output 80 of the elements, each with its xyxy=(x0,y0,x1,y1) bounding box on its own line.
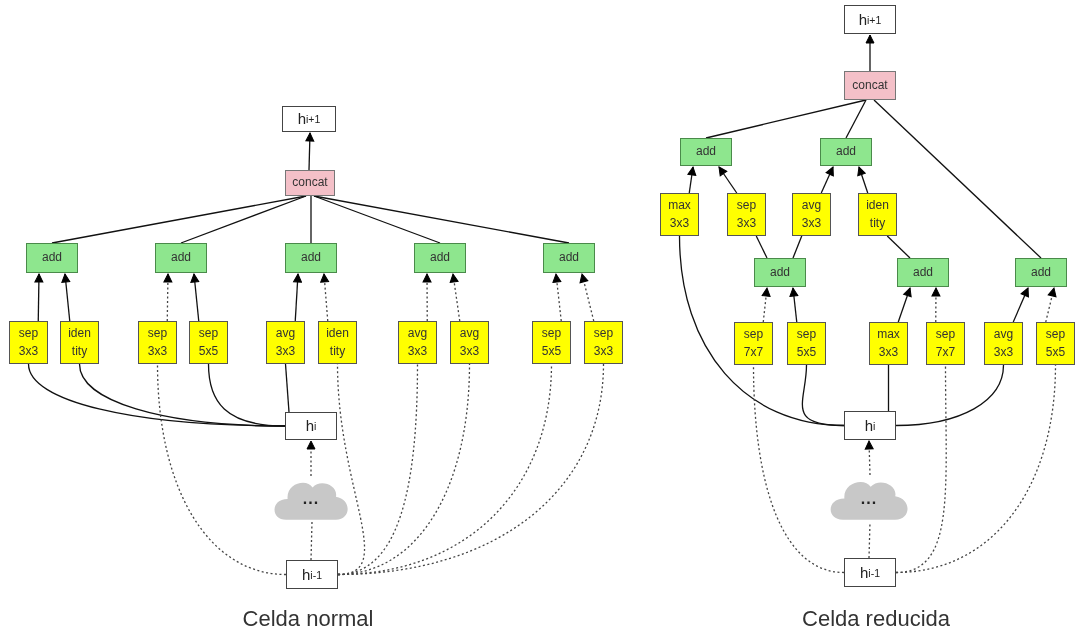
arrow xyxy=(857,166,869,194)
operation-box: sep 5x5 xyxy=(1036,322,1075,365)
connector-line xyxy=(895,364,1005,427)
operation-box: iden tity xyxy=(60,321,99,364)
operation-box: max 3x3 xyxy=(869,322,908,365)
add-box: add xyxy=(1015,258,1067,287)
add-box: add xyxy=(26,243,78,273)
arrow xyxy=(190,273,200,322)
ellipsis-text: ... xyxy=(302,489,320,510)
operation-box: sep 5x5 xyxy=(787,322,826,365)
arrow xyxy=(1012,287,1029,323)
cell-caption: Celda reducida xyxy=(802,606,950,632)
arrow xyxy=(552,273,562,322)
concat-box: concat xyxy=(285,170,335,196)
connector-line xyxy=(801,364,845,427)
operation-box: sep 7x7 xyxy=(926,322,965,365)
operation-box: avg 3x3 xyxy=(984,322,1023,365)
arrow xyxy=(820,166,834,194)
arrow xyxy=(789,287,799,323)
connector-line xyxy=(156,363,287,576)
connector-line xyxy=(310,195,312,244)
add-box: add xyxy=(285,243,337,273)
connector-line xyxy=(284,363,290,413)
connector-line xyxy=(752,364,845,574)
arrow xyxy=(61,273,71,322)
add-box: add xyxy=(820,138,872,166)
arrow xyxy=(864,440,874,476)
arrow xyxy=(687,166,697,194)
operation-box: sep 3x3 xyxy=(727,193,766,236)
arrow xyxy=(34,273,44,322)
add-box: add xyxy=(414,243,466,273)
arrow xyxy=(931,287,941,323)
operation-box: sep 7x7 xyxy=(734,322,773,365)
add-box: add xyxy=(680,138,732,166)
connector-line xyxy=(180,195,307,244)
add-box: add xyxy=(897,258,949,287)
arrow xyxy=(865,34,875,72)
cell-caption: Celda normal xyxy=(242,606,374,632)
operation-box: avg 3x3 xyxy=(398,321,437,364)
arrow xyxy=(422,273,432,322)
arrow xyxy=(306,440,316,477)
operation-box: sep 5x5 xyxy=(532,321,571,364)
connector-line xyxy=(313,195,570,244)
arrow xyxy=(293,273,303,322)
operation-box: iden tity xyxy=(858,193,897,236)
connector-line xyxy=(845,99,867,139)
connector-line xyxy=(310,521,313,561)
operation-box: avg 3x3 xyxy=(792,193,831,236)
arrow xyxy=(320,273,330,322)
connector-line xyxy=(792,235,803,259)
arrow xyxy=(449,273,461,322)
operation-box: iden tity xyxy=(318,321,357,364)
arrow xyxy=(1045,287,1057,323)
connector-line xyxy=(313,195,441,244)
add-box: add xyxy=(543,243,595,273)
operation-box: max 3x3 xyxy=(660,193,699,236)
connector-line xyxy=(887,364,890,412)
connector-line xyxy=(873,99,1042,259)
operation-box: avg 3x3 xyxy=(266,321,305,364)
ellipsis-text: ... xyxy=(860,488,878,509)
arrow xyxy=(897,287,912,323)
operation-box: sep 5x5 xyxy=(189,321,228,364)
operation-box: sep 3x3 xyxy=(9,321,48,364)
operation-box: avg 3x3 xyxy=(450,321,489,364)
connector-line xyxy=(207,363,286,427)
operation-box: sep 3x3 xyxy=(584,321,623,364)
arrow xyxy=(761,287,771,323)
connector-line xyxy=(886,235,911,259)
add-box: add xyxy=(754,258,806,287)
connector-line xyxy=(868,521,871,559)
arrow xyxy=(305,132,315,171)
concat-box: concat xyxy=(844,71,896,100)
connector-line xyxy=(337,363,605,576)
connector-line xyxy=(705,99,867,139)
arrow xyxy=(579,273,595,322)
operation-box: sep 3x3 xyxy=(138,321,177,364)
arrow xyxy=(718,166,738,194)
arrow xyxy=(163,273,173,322)
add-box: add xyxy=(155,243,207,273)
connector-line xyxy=(755,235,768,259)
